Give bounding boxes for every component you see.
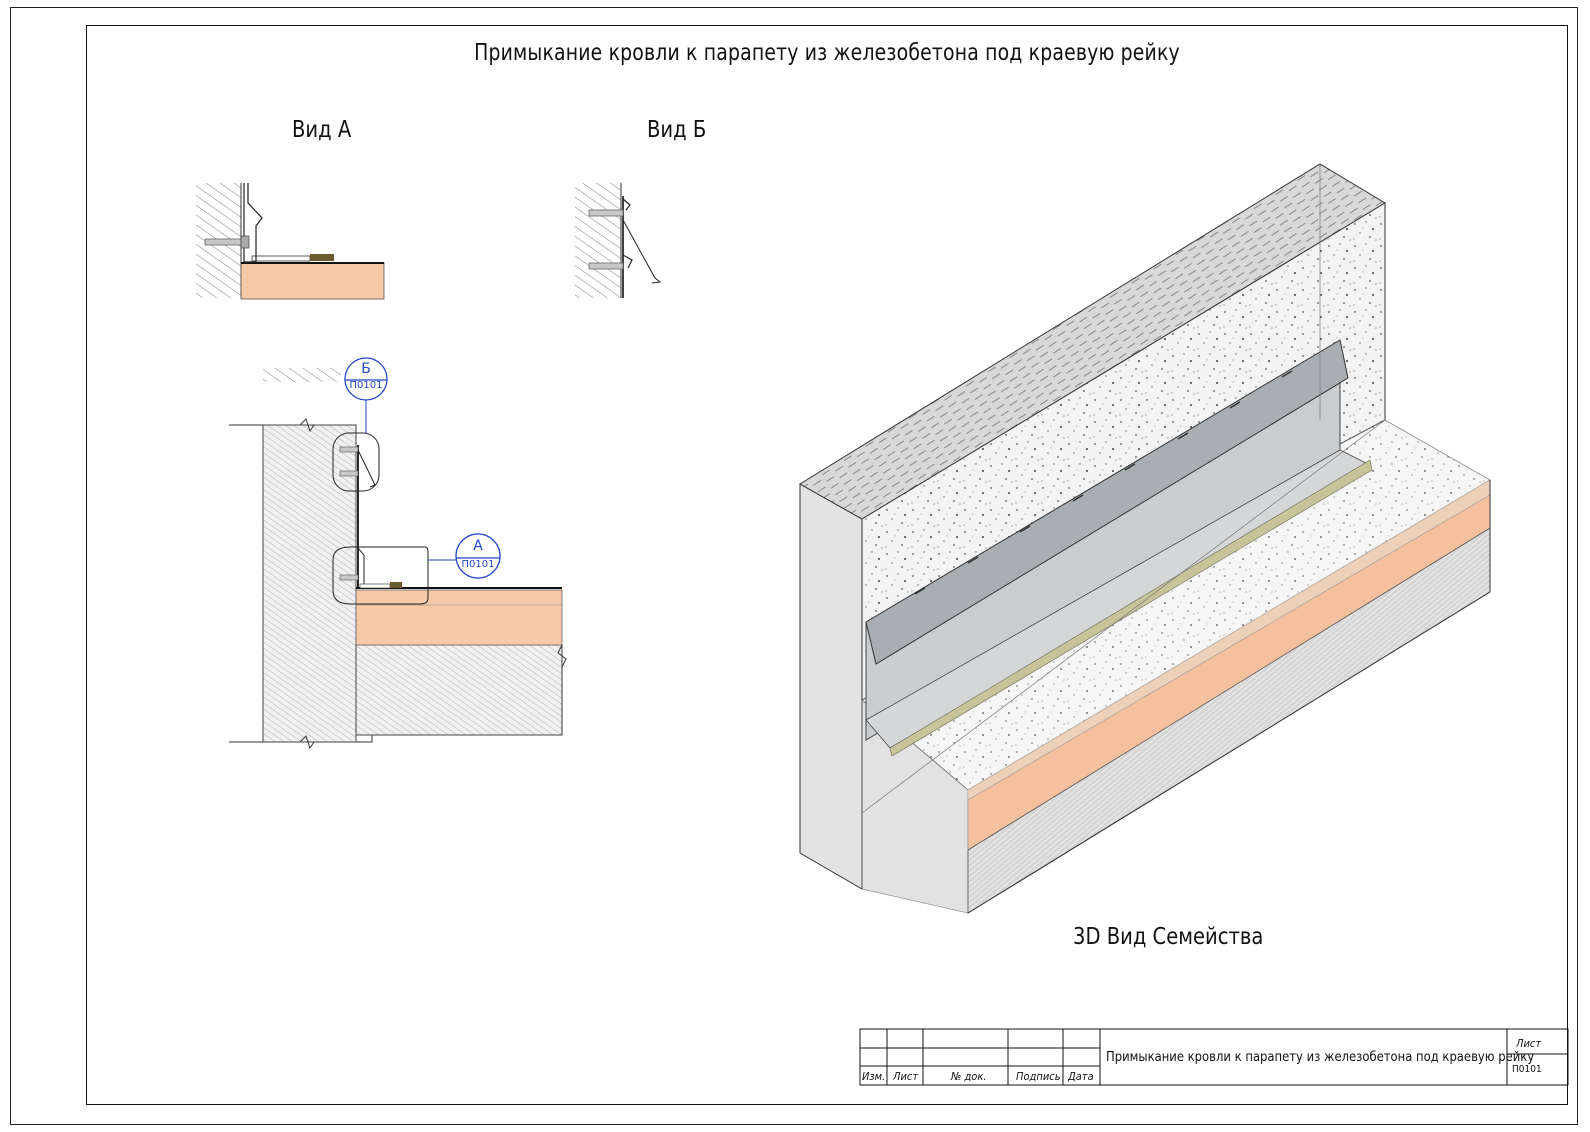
sheet-title: Примыкание кровли к парапету из железобе… bbox=[474, 40, 1180, 66]
tb-sheet-label: Лист bbox=[1516, 1037, 1542, 1050]
view-3d-label: 3D Вид Семейства bbox=[1073, 924, 1264, 950]
tb-col-date: Дата bbox=[1068, 1070, 1094, 1083]
tb-sheet-number: П0101 bbox=[1512, 1064, 1542, 1075]
view-a-detail bbox=[196, 183, 385, 300]
tb-col-signature: Подпись bbox=[1016, 1070, 1061, 1083]
sheet-inner-frame bbox=[86, 25, 1568, 1105]
view-b-detail bbox=[575, 183, 662, 298]
tb-col-izm: Изм. bbox=[862, 1070, 886, 1083]
sheet-outer-border bbox=[10, 7, 1578, 1125]
title-block-grid bbox=[859, 1028, 1569, 1086]
tb-col-doc: № док. bbox=[951, 1070, 987, 1083]
callout-b-letter: Б bbox=[361, 361, 371, 377]
section-detail bbox=[229, 357, 567, 750]
callout-a-letter: А bbox=[473, 538, 483, 554]
view-b-label: Вид Б bbox=[647, 117, 707, 143]
view-a-label: Вид А bbox=[292, 117, 352, 143]
tb-description: Примыкание кровли к парапету из железобе… bbox=[1106, 1049, 1535, 1065]
family-3d-view bbox=[799, 163, 1491, 914]
callout-b-sheet: П0101 bbox=[349, 380, 383, 391]
callout-a-sheet: П0101 bbox=[461, 559, 495, 570]
callout-b[interactable]: Б П0101 bbox=[345, 360, 387, 394]
tb-col-list: Лист bbox=[893, 1070, 919, 1083]
callout-a[interactable]: А П0101 bbox=[456, 536, 500, 574]
